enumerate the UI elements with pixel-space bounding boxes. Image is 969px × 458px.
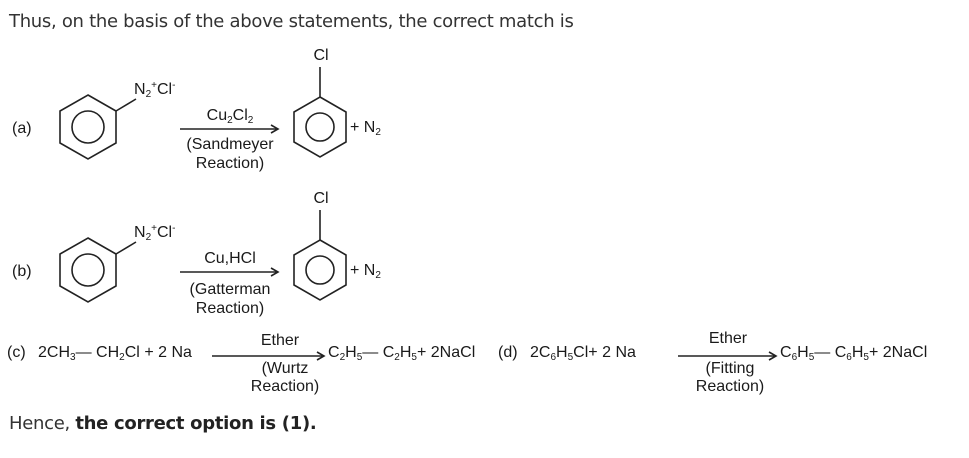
reagent-d: Ether	[708, 330, 748, 347]
reactants-c: 2CH3— CH2Cl + 2 Na	[38, 344, 192, 363]
benzene-ring-b-product	[293, 210, 347, 301]
subscript: 2	[339, 352, 346, 363]
arrow-a	[180, 124, 280, 134]
byproduct-b: + N2	[350, 262, 381, 281]
superscript: -	[172, 80, 176, 91]
subscript: 6	[846, 352, 852, 363]
reaction-name-c-1: (Wurtz	[261, 360, 309, 377]
subscript: 2	[375, 270, 381, 281]
conclusion: Hence, the correct option is (1).	[9, 413, 317, 434]
benzene-ring-a-product	[293, 67, 347, 158]
reagent-b: Cu,HCl	[204, 250, 256, 267]
subscript: 2	[394, 352, 400, 363]
products-d: C6H5— C6H5+ 2NaCl	[780, 344, 928, 363]
reaction-name-a-1: (Sandmeyer	[186, 136, 274, 153]
superscript: -	[172, 223, 176, 234]
chloro-b: Cl	[313, 190, 329, 207]
subscript: 2	[145, 232, 152, 243]
byproduct-a: + N2	[350, 119, 381, 138]
subscript: 2	[375, 127, 381, 138]
subscript: 2	[227, 115, 233, 126]
subscript: 6	[550, 352, 557, 363]
reaction-name-b-1: (Gatterman	[189, 281, 271, 298]
subscript: 2	[247, 115, 254, 126]
benzene-ring-b-reactant	[59, 237, 137, 303]
subscript: 5	[808, 352, 815, 363]
subscript: 5	[356, 352, 363, 363]
diazonium-b: N2+Cl-	[134, 223, 176, 243]
reaction-name-a-2: Reaction)	[195, 155, 265, 172]
reaction-name-b-2: Reaction)	[195, 300, 265, 317]
subscript: 5	[567, 352, 574, 363]
label-b: (b)	[12, 263, 32, 280]
products-c: C2H5— C2H5+ 2NaCl	[328, 344, 476, 363]
subscript: 3	[70, 352, 76, 363]
subscript: 5	[863, 352, 869, 363]
arrow-b	[180, 267, 280, 277]
conclusion-answer: the correct option is (1).	[75, 413, 317, 434]
arrow-c	[212, 351, 326, 361]
reagent-a: Cu2Cl2	[206, 107, 254, 126]
superscript: +	[151, 80, 157, 91]
subscript: 5	[411, 352, 417, 363]
subscript: 6	[791, 352, 798, 363]
label-d: (d)	[498, 344, 518, 361]
arrow-d	[678, 351, 778, 361]
label-a: (a)	[12, 120, 32, 137]
reaction-name-c-2: Reaction)	[250, 378, 320, 395]
chloro-a: Cl	[313, 47, 329, 64]
benzene-ring-a-reactant	[59, 94, 137, 160]
reactants-d: 2C6H5Cl+ 2 Na	[530, 344, 636, 363]
subscript: 2	[145, 89, 152, 100]
intro-text: Thus, on the basis of the above statemen…	[9, 11, 574, 32]
reaction-name-d-2: Reaction)	[695, 378, 765, 395]
reagent-c: Ether	[260, 332, 300, 349]
reaction-name-d-1: (Fitting	[705, 360, 755, 377]
subscript: 2	[119, 352, 125, 363]
superscript: +	[151, 223, 157, 234]
diazonium-a: N2+Cl-	[134, 80, 176, 100]
label-c: (c)	[7, 344, 26, 361]
conclusion-prefix: Hence,	[9, 413, 76, 434]
